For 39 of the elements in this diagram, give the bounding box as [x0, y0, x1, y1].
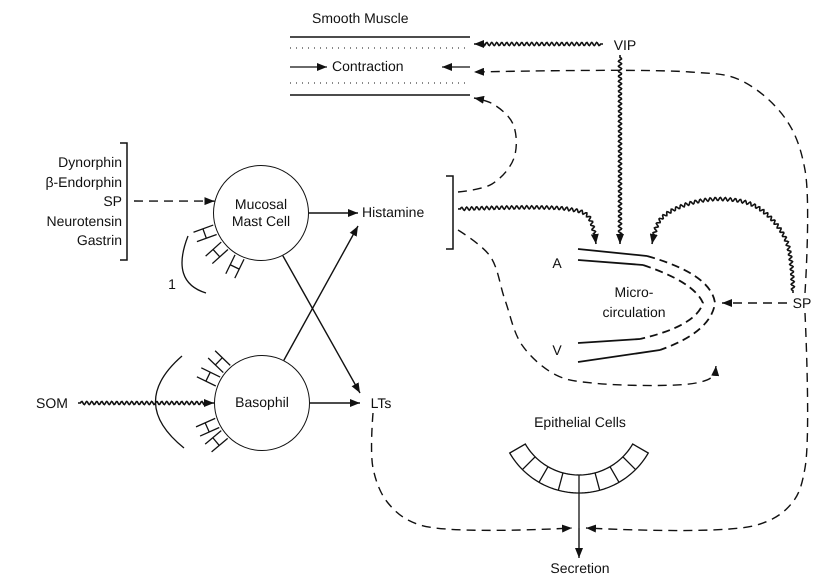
cell-circle	[214, 355, 310, 451]
vessel-label: V	[552, 342, 562, 358]
dashed-arrow	[586, 312, 808, 532]
signal-label: LTs	[360, 393, 402, 413]
arrow	[283, 226, 359, 361]
peptide-label: β-Endorphin	[45, 172, 122, 192]
dashed-arrow	[458, 96, 518, 193]
wavy-arrow	[616, 54, 624, 245]
peptide-label: Gastrin	[76, 231, 122, 250]
cell-circle	[213, 165, 309, 261]
callout-number: 1	[168, 276, 176, 292]
region-label: Micro- circulation	[601, 283, 667, 322]
wavy-arrow	[458, 204, 599, 244]
dashed-arrow	[722, 299, 787, 307]
process-label: Contraction	[332, 58, 404, 74]
dashed-arrow	[134, 197, 214, 206]
signal-label: Secretion	[530, 558, 630, 578]
arrow	[310, 399, 360, 407]
wavy-arrow	[473, 40, 603, 48]
heading: Smooth Muscle	[312, 10, 408, 26]
mediator-label: Histamine	[362, 204, 424, 220]
signal-label: SOM	[26, 393, 78, 413]
arrow	[575, 528, 583, 558]
vessel-label: A	[552, 255, 562, 271]
cell-label: Basophil	[234, 394, 290, 412]
heading: Epithelial Cells	[534, 414, 626, 430]
signal-label: SP	[787, 293, 817, 313]
wavy-arrow	[78, 399, 215, 407]
peptide-label: Neurotensin	[46, 212, 122, 230]
arrow	[282, 255, 361, 394]
peptide-label: Dynorphin	[58, 153, 122, 172]
cell-label: Mucosal Mast Cell	[230, 196, 292, 230]
arrow	[309, 209, 358, 217]
dashed-arrow	[474, 68, 808, 294]
dashed-arrow	[370, 412, 572, 533]
dashed-arrow	[458, 229, 720, 386]
signal-label: VIP	[603, 35, 647, 55]
peptide-label: SP	[103, 192, 122, 211]
wavy-arrow	[650, 196, 796, 294]
